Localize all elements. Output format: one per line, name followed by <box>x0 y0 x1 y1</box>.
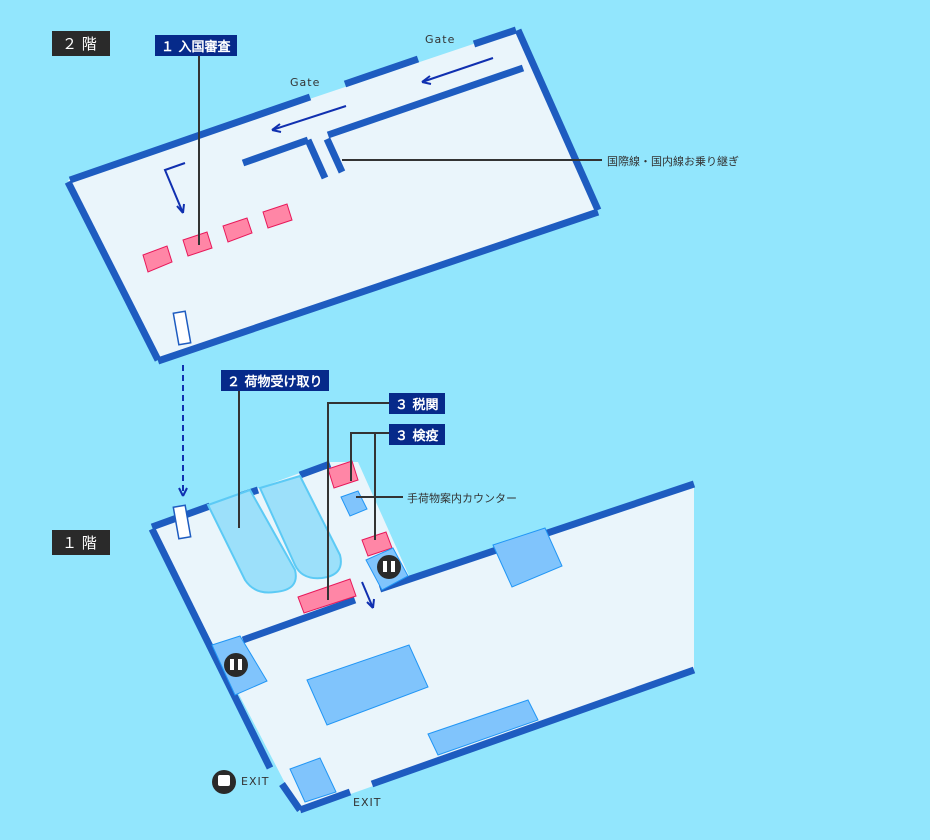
baggage-claim-label: ２ 荷物受け取り <box>221 370 329 391</box>
restroom-icon <box>377 555 401 579</box>
escalator-1f <box>172 504 192 540</box>
immigration-counters <box>142 203 293 273</box>
quarantine-label: ３ 検疫 <box>389 424 445 445</box>
exit-label: EXIT <box>353 796 382 809</box>
customs-label: ３ 税関 <box>389 393 445 414</box>
floor-2-label: ２ 階 <box>52 31 110 56</box>
exit-label: EXIT <box>241 775 270 788</box>
floor-2-plan <box>64 26 602 497</box>
baggage-carousels <box>206 474 342 594</box>
escalator-2f <box>172 310 192 346</box>
transfer-label: 国際線・国内線お乗り継ぎ <box>607 155 739 168</box>
gate-label: Gate <box>290 76 321 89</box>
gate-label: Gate <box>425 33 456 46</box>
immigration-label: １ 入国審査 <box>155 35 237 56</box>
floor-1-label: １ 階 <box>52 530 110 555</box>
restroom-icon <box>224 653 248 677</box>
baggage-info-label: 手荷物案内カウンター <box>407 492 517 505</box>
train-icon <box>212 770 236 794</box>
flow-arrows-2f <box>163 57 494 497</box>
floor-1-plan <box>148 390 696 814</box>
